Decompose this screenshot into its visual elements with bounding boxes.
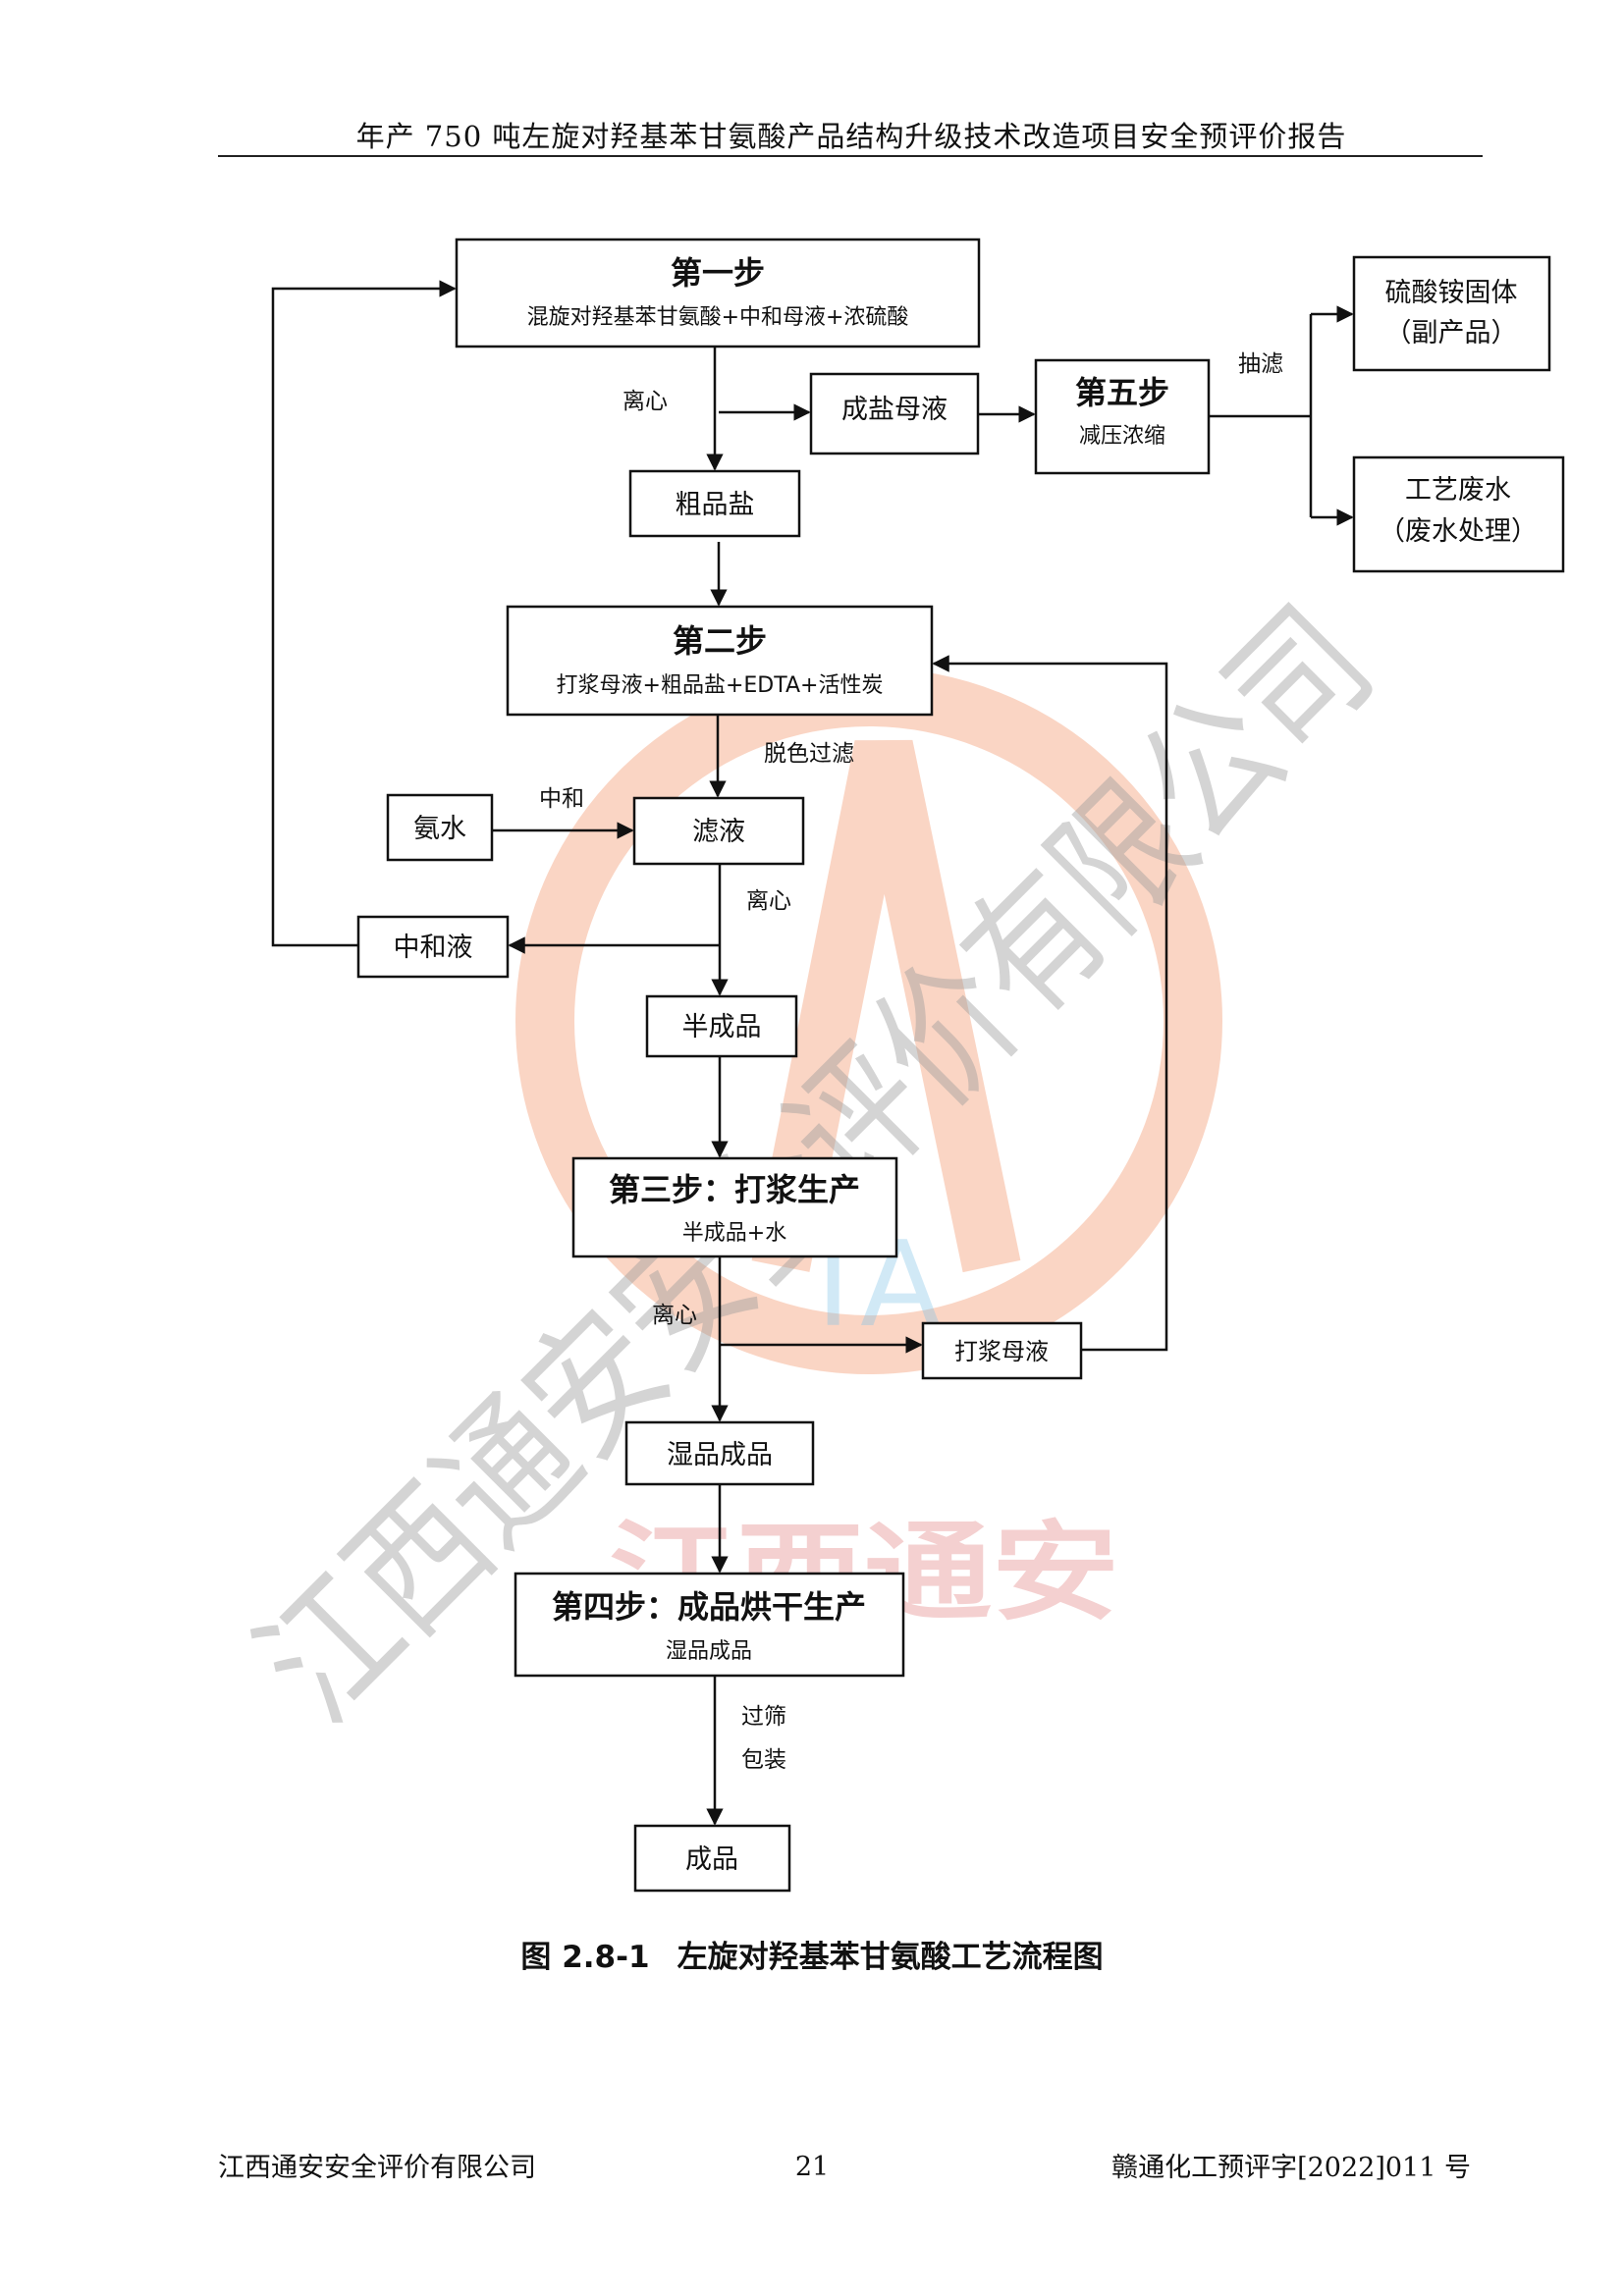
label-decolor-filter: 脱色过滤	[764, 741, 854, 767]
footer-company: 江西通安安全评价有限公司	[218, 2153, 536, 2183]
filtrate-box: 滤液	[632, 796, 805, 866]
step1-box: 第一步 混旋对羟基苯甘氨酸+中和母液+浓硫酸	[455, 238, 981, 348]
ammonium-sulfate-box: 硫酸铵固体 （副产品）	[1352, 255, 1551, 372]
svg-text:成品: 成品	[685, 1844, 738, 1875]
flow-arrows	[271, 280, 1354, 1826]
svg-text:工艺废水: 工艺废水	[1405, 475, 1511, 506]
svg-text:打浆母液: 打浆母液	[954, 1338, 1049, 1365]
step3-sub: 半成品+水	[682, 1221, 786, 1246]
figure-caption: 图 2.8-1 左旋对羟基苯甘氨酸工艺流程图	[0, 1932, 1624, 1976]
step4-box: 第四步：成品烘干生产 湿品成品	[514, 1572, 905, 1678]
neutralized-liquor-box: 中和液	[356, 915, 510, 979]
label-sieve: 过筛	[741, 1704, 786, 1730]
footer-page-number: 21	[794, 2152, 830, 2182]
step5-sub: 减压浓缩	[1079, 424, 1165, 449]
svg-text:湿品成品: 湿品成品	[667, 1440, 773, 1470]
label-centrifuge-1: 离心	[623, 389, 668, 414]
step2-box: 第二步 打浆母液+粗品盐+EDTA+活性炭	[506, 605, 934, 717]
salt-mother-liquor-box: 成盐母液	[809, 372, 980, 455]
crude-salt-box: 粗品盐	[628, 469, 801, 538]
step5-title: 第五步	[1075, 374, 1169, 411]
figure-number: 图 2.8-1	[520, 1940, 650, 1975]
label-centrifuge-2: 离心	[746, 888, 791, 914]
svg-text:（废水处理）: （废水处理）	[1379, 516, 1538, 547]
svg-text:半成品: 半成品	[682, 1012, 762, 1042]
step1-sub: 混旋对羟基苯甘氨酸+中和母液+浓硫酸	[527, 305, 909, 330]
step5-box: 第五步 减压浓缩	[1034, 358, 1211, 475]
step2-sub: 打浆母液+粗品盐+EDTA+活性炭	[557, 673, 884, 698]
svg-text:硫酸铵固体: 硫酸铵固体	[1385, 278, 1518, 308]
step4-sub: 湿品成品	[666, 1639, 752, 1664]
arrow-neutral-liquor-recycle-to-step1	[271, 280, 457, 947]
step1-title: 第一步	[671, 254, 765, 292]
ammonia-box: 氨水	[386, 793, 494, 862]
step3-title: 第三步：打浆生产	[609, 1171, 860, 1208]
figure-title: 左旋对羟基苯甘氨酸工艺流程图	[677, 1940, 1104, 1975]
svg-text:成盐母液: 成盐母液	[841, 395, 947, 425]
wet-product-box: 湿品成品	[624, 1420, 815, 1486]
step4-title: 第四步：成品烘干生产	[552, 1588, 866, 1626]
label-neutralize: 中和	[539, 786, 584, 812]
label-pack: 包装	[741, 1747, 786, 1773]
watermark-logo-a	[751, 739, 1021, 1273]
arrow-slurry-mother-recycle-to-step2	[932, 655, 1168, 1352]
svg-text:滤液: 滤液	[692, 817, 745, 847]
svg-text:中和液: 中和液	[394, 933, 473, 963]
svg-text:氨水: 氨水	[413, 814, 466, 844]
semi-product-box: 半成品	[645, 994, 798, 1058]
header-rule	[218, 155, 1483, 157]
svg-text:（副产品）: （副产品）	[1385, 318, 1518, 348]
label-suction-filter: 抽滤	[1238, 351, 1283, 377]
step2-title: 第二步	[673, 622, 767, 660]
process-wastewater-box: 工艺废水 （废水处理）	[1352, 455, 1565, 573]
step3-box: 第三步：打浆生产 半成品+水	[571, 1156, 898, 1258]
svg-text:粗品盐: 粗品盐	[676, 490, 755, 520]
slurry-mother-liquor-box: 打浆母液	[921, 1321, 1083, 1380]
page-header: 年产 750 吨左旋对羟基苯甘氨酸产品结构升级技术改造项目安全预评价报告	[355, 120, 1347, 153]
label-centrifuge-3: 离心	[652, 1303, 697, 1328]
edge-labels: 离心 抽滤 脱色过滤 中和 离心 离心 过筛 包装	[539, 351, 1283, 1773]
footer-doc-number: 赣通化工预评字[2022]011 号	[1111, 2153, 1471, 2183]
final-product-box: 成品	[633, 1824, 791, 1893]
